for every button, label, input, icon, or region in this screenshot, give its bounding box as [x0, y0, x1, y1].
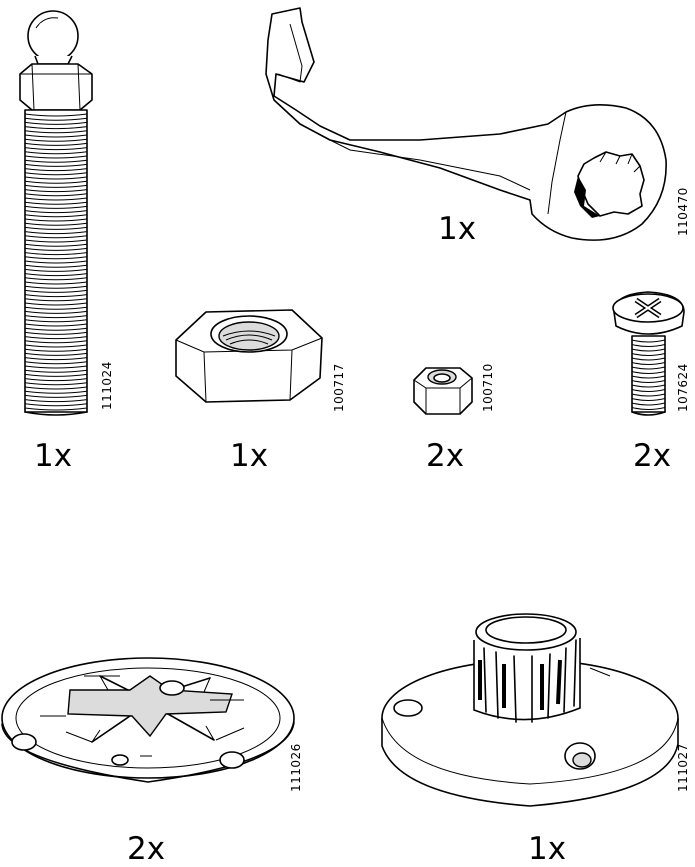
ball-bolt-icon	[19, 10, 93, 416]
slotted-disc-icon	[1, 657, 295, 783]
qty-large-nut: 1x	[230, 438, 269, 474]
code-small-nut: 100710	[481, 363, 495, 412]
code-disc: 111026	[289, 743, 303, 792]
qty-screw: 2x	[633, 438, 672, 474]
qty-bolt: 1x	[34, 438, 73, 474]
qty-small-nut: 2x	[426, 438, 465, 474]
code-wrench: 110470	[676, 187, 690, 236]
qty-base: 1x	[528, 831, 567, 867]
hex-nut-small-icon	[413, 367, 473, 415]
code-large-nut: 100717	[332, 363, 346, 412]
hex-nut-large-icon	[175, 309, 323, 403]
wrench-icon	[265, 7, 667, 241]
qty-disc: 2x	[127, 831, 166, 867]
qty-wrench: 1x	[438, 211, 477, 247]
code-base: 111027	[676, 743, 690, 792]
knob-base-icon	[381, 613, 679, 807]
code-screw: 107624	[676, 363, 690, 412]
phillips-screw-icon	[612, 291, 685, 416]
code-bolt: 111024	[100, 361, 114, 410]
